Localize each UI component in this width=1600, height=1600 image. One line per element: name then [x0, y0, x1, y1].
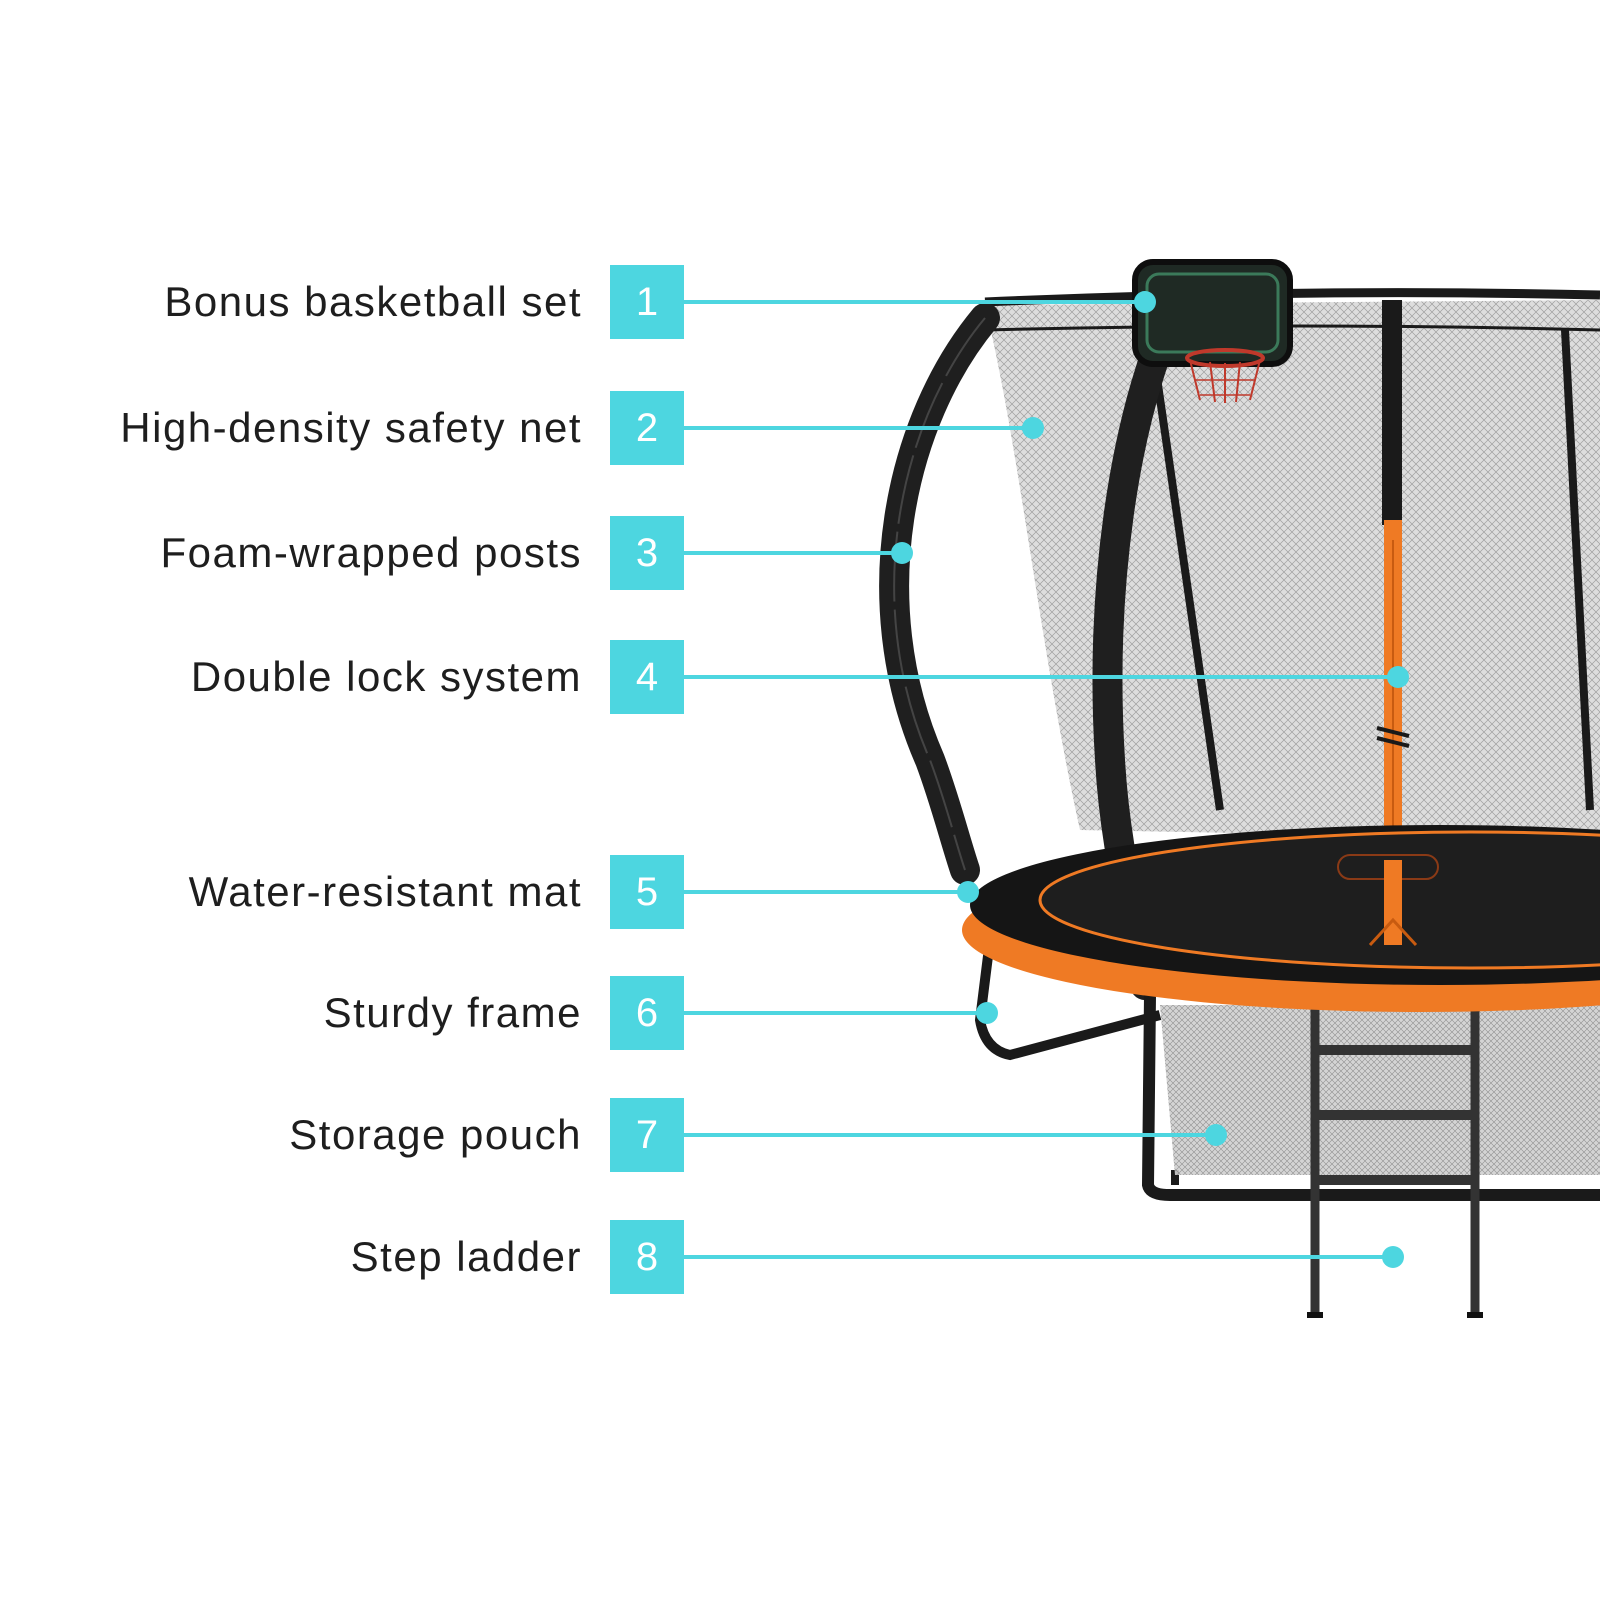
callout-number-badge: 4 [610, 640, 684, 714]
callout-number-badge: 3 [610, 516, 684, 590]
callout-label: Foam-wrapped posts [160, 529, 582, 576]
callout-number-badge: 5 [610, 855, 684, 929]
leader-dot [1022, 417, 1044, 439]
top-ring [984, 288, 1600, 307]
callout-label: Bonus basketball set [164, 278, 582, 325]
center-pole [1382, 300, 1402, 525]
callout-label: Double lock system [190, 653, 582, 700]
callout-number-badge: 8 [610, 1220, 684, 1294]
callout-label: Sturdy frame [323, 989, 582, 1036]
leader-lines [684, 291, 1409, 1268]
callout-number-badge: 6 [610, 976, 684, 1050]
callout-number-badge: 2 [610, 391, 684, 465]
callout-label: Step ladder [350, 1233, 582, 1280]
callout-label: High-density safety net [120, 404, 582, 451]
leader-dot [1382, 1246, 1404, 1268]
leader-dot [1134, 291, 1156, 313]
leader-dot [1205, 1124, 1227, 1146]
callout-label: Water-resistant mat [188, 868, 582, 915]
leader-dot [1387, 666, 1409, 688]
leader-dot [957, 881, 979, 903]
leader-dot [891, 542, 913, 564]
jumping-mat [1040, 832, 1600, 968]
callout-label: Storage pouch [289, 1111, 582, 1158]
leader-dot [976, 1002, 998, 1024]
callout-number-badge: 7 [610, 1098, 684, 1172]
callout-number-badge: 1 [610, 265, 684, 339]
